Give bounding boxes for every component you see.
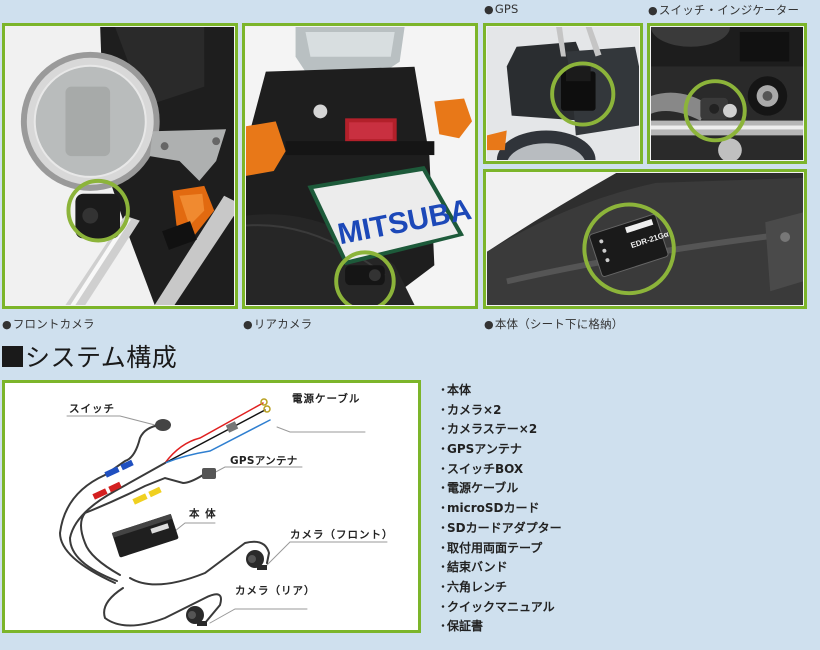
list-item: ･六角レンチ bbox=[440, 579, 508, 594]
list-item: ･カメラ×2 bbox=[440, 402, 502, 417]
list-item: ･電源ケーブル bbox=[440, 481, 519, 496]
system-diagram: スイッチ 電源ケーブル GPSアンテナ 本 体 カメラ（フロント） カメラ（リア… bbox=[2, 380, 421, 633]
list-item: ･GPSアンテナ bbox=[440, 442, 522, 457]
front-camera-illustration bbox=[6, 27, 234, 305]
bullet-icon: ● bbox=[2, 318, 12, 331]
label-camera-front: カメラ（フロント） bbox=[290, 529, 394, 541]
list-item: ･クイックマニュアル bbox=[440, 599, 555, 614]
bullet-icon: ● bbox=[484, 3, 494, 16]
caption-switch-indicator: ●スイッチ・インジケーター bbox=[648, 3, 800, 17]
label-gps-antenna: GPSアンテナ bbox=[230, 455, 298, 467]
caption-gps: ●GPS bbox=[484, 2, 519, 16]
list-item: ･結束バンド bbox=[440, 560, 508, 575]
caption-front-camera: ●フロントカメラ bbox=[2, 317, 95, 331]
label-switch: スイッチ bbox=[69, 403, 115, 415]
list-item: ･保証書 bbox=[440, 619, 484, 634]
switch-illustration bbox=[651, 27, 803, 160]
main-unit-illustration: EDR-21Gα bbox=[487, 173, 803, 305]
list-item: ･本体 bbox=[440, 383, 472, 397]
list-item: ･取付用両面テープ bbox=[440, 540, 543, 555]
list-item: ･カメラステー×2 bbox=[440, 422, 538, 437]
rear-camera-icon bbox=[186, 606, 207, 626]
list-item: ･スイッチBOX bbox=[440, 461, 524, 476]
list-item: ･microSDカード bbox=[440, 501, 540, 516]
wiring-diagram-illustration bbox=[58, 398, 388, 627]
bullet-icon: ● bbox=[243, 318, 253, 331]
photo-switch-indicator bbox=[647, 23, 807, 164]
front-camera-icon bbox=[246, 550, 267, 570]
label-power-cable: 電源ケーブル bbox=[292, 393, 361, 405]
photo-main-unit: EDR-21Gα bbox=[483, 169, 807, 309]
bullet-icon: ● bbox=[484, 318, 494, 331]
photo-gps bbox=[483, 23, 643, 164]
gps-illustration bbox=[487, 27, 639, 160]
section-heading: システム構成 bbox=[2, 338, 177, 374]
photo-front-camera bbox=[2, 23, 238, 309]
label-camera-rear: カメラ（リア） bbox=[235, 585, 316, 597]
caption-rear-camera: ●リアカメラ bbox=[243, 317, 313, 331]
rear-camera-illustration: MITSUBA bbox=[246, 27, 474, 305]
label-main-unit: 本 体 bbox=[189, 508, 217, 520]
photo-rear-camera: MITSUBA bbox=[242, 23, 478, 309]
caption-main-unit: ●本体（シート下に格納） bbox=[484, 317, 624, 331]
bullet-icon: ● bbox=[648, 4, 658, 17]
list-item: ･SDカードアダプター bbox=[440, 520, 562, 535]
square-bullet-icon bbox=[2, 345, 23, 367]
parts-list: ･本体 ･カメラ×2 ･カメラステー×2 ･GPSアンテナ ･スイッチBOX ･… bbox=[440, 381, 562, 637]
